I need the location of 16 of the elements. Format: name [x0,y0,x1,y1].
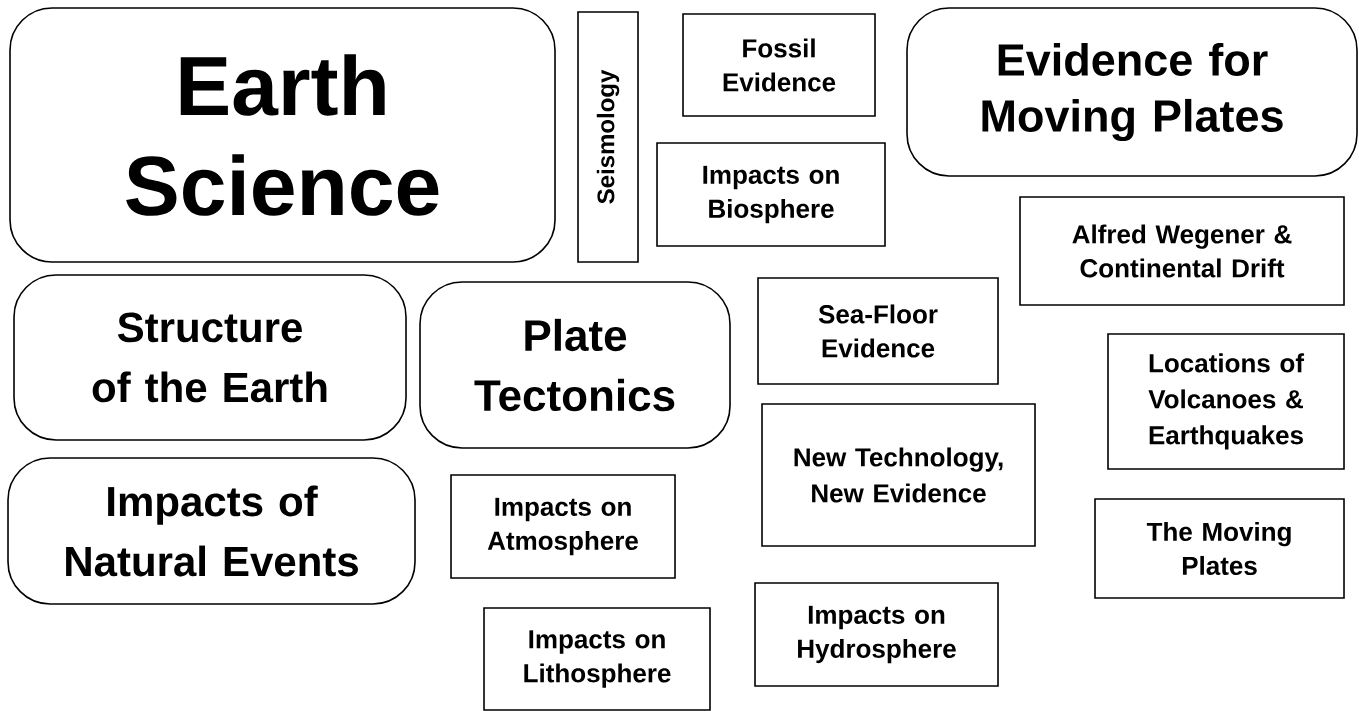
rounded-box: Structure of the Earth [13,274,407,441]
text-box: Locations of Volcanoes & Earthquakes [1107,333,1345,470]
text-box: Impacts on Lithosphere [483,607,711,711]
text-box: Fossil Evidence [682,13,876,117]
text-box: Impacts on Biosphere [656,142,886,247]
rounded-box: Plate Tectonics [419,281,731,449]
text-box: Impacts on Atmosphere [450,474,676,579]
text-box: Impacts on Hydrosphere [754,582,999,687]
rounded-box: Earth Science [9,7,556,263]
text-box: The Moving Plates [1094,498,1345,599]
text-box: New Technology, New Evidence [761,403,1036,547]
rounded-box: Impacts of Natural Events [7,457,416,605]
text-box: Sea-Floor Evidence [757,277,999,385]
text-box: Seismology [577,11,639,263]
text-box: Alfred Wegener & Continental Drift [1019,196,1345,306]
rounded-box: Evidence for Moving Plates [906,7,1358,177]
